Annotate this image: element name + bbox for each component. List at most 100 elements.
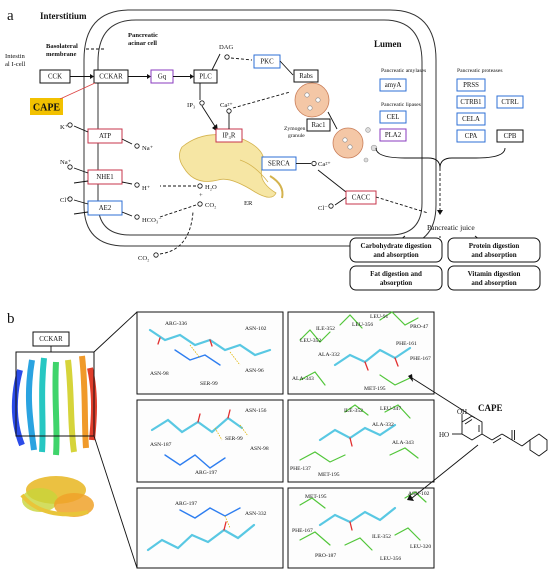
p6-res-5: PRO-187 bbox=[315, 553, 336, 559]
rac1-text: Rac1 bbox=[312, 122, 326, 129]
interstitium-label: Interstitium bbox=[40, 11, 87, 21]
acinar-cell-outer bbox=[83, 9, 437, 247]
prss-box bbox=[456, 78, 486, 92]
p6-res-4: ILE-352 bbox=[372, 534, 391, 540]
gq-text: Gq bbox=[158, 74, 167, 81]
rabs-text: Rabs bbox=[299, 73, 313, 80]
ip3-label: IP₃ bbox=[187, 102, 195, 109]
na-label-2: Na⁺ bbox=[60, 159, 72, 166]
juice-protein-2: and absorption bbox=[471, 251, 516, 259]
p2-res-9: ALA-343 bbox=[292, 376, 314, 382]
zymogen-label-1: Zymogen bbox=[284, 126, 306, 132]
juice-box-carb bbox=[349, 237, 443, 263]
juice-carb-2: and absorption bbox=[373, 251, 418, 259]
p1-res-4: ASN-102 bbox=[245, 326, 267, 332]
p1-res-1: ARG-336 bbox=[165, 321, 187, 327]
cl-label-cacc: Cl⁻ bbox=[318, 205, 328, 212]
atp-box bbox=[87, 128, 123, 144]
lipases-title: Pancreatic lipases bbox=[381, 102, 421, 108]
cpa-text: CPA bbox=[465, 133, 478, 140]
p6-res-2: ASN-102 bbox=[408, 491, 430, 497]
cel-text: CEL bbox=[387, 114, 400, 121]
p5-res-2: ASN-332 bbox=[245, 511, 267, 517]
p5-res-1: ARG-197 bbox=[175, 501, 197, 507]
prss-text: PRSS bbox=[463, 82, 479, 89]
cckar-text: CCKAR bbox=[99, 74, 123, 81]
docking-panel-3: ASN-156 ASN-187 SER-99 ASN-98 ARG-197 bbox=[136, 399, 284, 483]
p1-res-5: ASN-96 bbox=[245, 368, 264, 374]
zoom-line-bottom bbox=[93, 435, 138, 569]
co2-hco3-arrow bbox=[159, 204, 197, 218]
docking-panel-2: LEU-91 LEU-356 PRO-47 ILE-352 LEU-352 AL… bbox=[287, 311, 435, 395]
cckar-label-text: CCKAR bbox=[39, 336, 63, 343]
cape-chemical-structure bbox=[452, 414, 548, 457]
enzymes-bracket bbox=[375, 147, 506, 169]
panel-a-letter: a bbox=[7, 8, 14, 24]
p3-res-5: ARG-197 bbox=[195, 470, 217, 476]
p3-res-4: ASN-98 bbox=[250, 446, 269, 452]
rabs-box bbox=[293, 69, 319, 83]
zoom-line-top bbox=[93, 311, 138, 353]
p4-res-2: LEU-347 bbox=[380, 406, 401, 412]
cape-tag bbox=[30, 98, 63, 115]
granule-arrow bbox=[327, 111, 338, 130]
plc-box bbox=[193, 69, 218, 84]
p4-res-3: ALA-332 bbox=[372, 422, 394, 428]
ctrb1-box bbox=[456, 95, 486, 109]
cpb-box bbox=[496, 129, 524, 143]
h2o-label: H₂O bbox=[205, 184, 217, 191]
er-shape bbox=[179, 134, 277, 198]
ca-label-1: Ca²⁺ bbox=[220, 102, 233, 109]
p2-res-1: LEU-91 bbox=[370, 314, 389, 320]
juice-fat-2: absorption bbox=[380, 279, 412, 287]
p2-res-8: MET-195 bbox=[364, 386, 386, 392]
acinar-label-1: Pancreatic bbox=[128, 32, 158, 39]
cacc-text: CACC bbox=[352, 195, 371, 202]
p2-res-3: PRO-47 bbox=[410, 324, 429, 330]
cape-structure-label: CAPE bbox=[478, 403, 503, 413]
cck-arrow-head bbox=[90, 74, 94, 79]
basolateral-label-1: Basolateral bbox=[46, 43, 78, 50]
ip3-ip3r-arrow bbox=[201, 105, 217, 129]
p6-res-6: LEU-356 bbox=[380, 556, 401, 562]
cape-oh-1: OH bbox=[457, 408, 467, 416]
ca-cacc-arrow bbox=[317, 169, 347, 193]
docking-panel-5: ARG-197 ASN-332 bbox=[136, 487, 284, 569]
ctrb1-text: CTRB1 bbox=[460, 99, 481, 106]
plus-label: + bbox=[199, 192, 203, 199]
cape-arrow-1 bbox=[411, 377, 476, 419]
cck-text: CCK bbox=[48, 74, 62, 81]
panel-b-letter: b bbox=[7, 311, 15, 327]
p3-res-2: ASN-187 bbox=[150, 442, 172, 448]
ca-dash-arrow bbox=[232, 91, 291, 109]
h-label: H⁺ bbox=[142, 185, 151, 192]
cpa-box bbox=[456, 129, 486, 143]
docking-panel-6: MET-195 ASN-102 PHE-167 ILE-352 PRO-187 … bbox=[287, 487, 435, 569]
p6-res-1: MET-195 bbox=[305, 494, 327, 500]
cel-box bbox=[379, 110, 407, 124]
binding-site-frame bbox=[15, 351, 95, 437]
ctrl-text: CTRL bbox=[501, 99, 518, 106]
cela-box bbox=[456, 112, 486, 126]
p3-res-3: SER-99 bbox=[225, 436, 243, 442]
atp-text: ATP bbox=[99, 133, 111, 140]
ip3r-text: IP₃R bbox=[223, 133, 236, 140]
cacc-juice-arrow bbox=[375, 196, 429, 214]
pkc-text: PKC bbox=[260, 59, 274, 66]
cckar-protein-structure bbox=[11, 355, 97, 517]
p2-res-4: ILE-352 bbox=[316, 326, 335, 332]
cape-inhibit-line bbox=[59, 82, 96, 100]
docking-panel-4: ILE-352 LEU-347 ALA-332 PHE-137 MET-195 … bbox=[287, 399, 435, 483]
p2-res-10: PHE-167 bbox=[410, 356, 431, 362]
ca-label-2: Ca²⁺ bbox=[318, 161, 331, 168]
p1-res-3: SER-99 bbox=[200, 381, 218, 387]
serca-text: SERCA bbox=[268, 161, 290, 168]
p4-res-1: ILE-352 bbox=[344, 408, 363, 414]
k-label: K⁺ bbox=[60, 124, 69, 131]
p6-res-7: LEU-320 bbox=[410, 544, 431, 550]
dag-pkc-arrow bbox=[230, 57, 253, 61]
ae2-box bbox=[87, 200, 123, 216]
hco3-label: HCO₃⁻ bbox=[142, 217, 162, 224]
pkc-rabs-line bbox=[279, 60, 294, 76]
